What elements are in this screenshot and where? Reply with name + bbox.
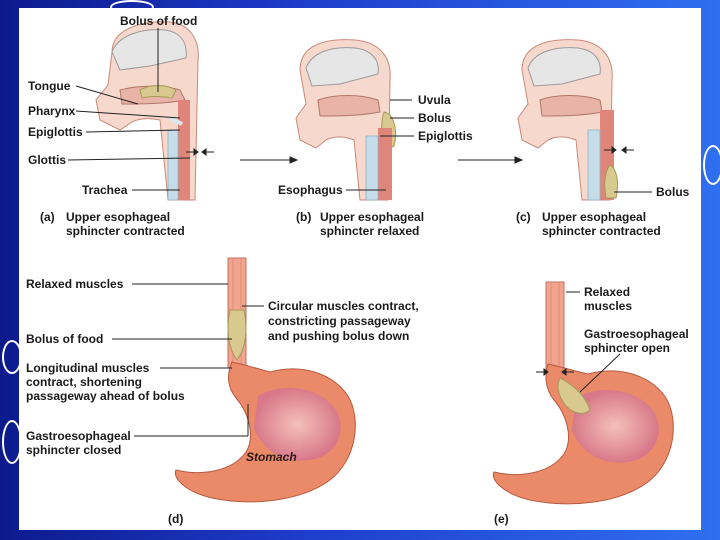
label-trachea: Trachea [82,183,127,197]
caption-c-line1: Upper esophageal [542,210,646,225]
label-longitudinal-line3: passageway ahead of bolus [26,389,185,403]
caption-c-line2: sphincter contracted [542,224,661,239]
label-gastro-open-line1: Gastroesophageal [584,327,689,341]
caption-b-line1: Upper esophageal [320,210,424,225]
label-glottis: Glottis [28,153,66,167]
head-section-b [296,40,396,200]
bolus-shape [605,165,618,198]
label-esophagus: Esophagus [278,183,343,197]
pharynx-tube [178,100,190,200]
label-stomach: Stomach [246,450,297,464]
panel-letter-d: (d) [168,512,183,527]
label-bolus-c: Bolus [656,185,689,199]
esophagus-tube [378,128,392,200]
label-bolus-of-food: Bolus of food [120,14,197,28]
label-relaxed-muscles: Relaxed muscles [26,277,123,291]
label-longitudinal-line2: contract, shortening [26,375,142,389]
caption-a-line2: sphincter contracted [66,224,185,239]
label-relaxed-line2: muscles [584,299,632,313]
stomach-e [493,282,673,504]
label-epiglottis-b: Epiglottis [418,129,473,143]
label-bolus: Bolus [418,111,451,125]
label-tongue: Tongue [28,79,70,93]
panel-letter-b: (b) [296,210,311,225]
label-gastro-open-line2: sphincter open [584,341,670,355]
panel-letter-c: (c) [516,210,531,225]
label-pharynx: Pharynx [28,104,75,118]
label-gastro-closed-line1: Gastroesophageal [26,429,131,443]
stomach-d [175,258,355,502]
label-epiglottis: Epiglottis [28,125,83,139]
panel-letter-a: (a) [40,210,55,225]
label-longitudinal-line1: Longitudinal muscles [26,361,149,375]
label-bolus-of-food-d: Bolus of food [26,332,103,346]
caption-a-line1: Upper esophageal [66,210,170,225]
label-circular-line1: Circular muscles contract, [268,299,419,313]
label-circular-line2: constricting passageway [268,314,411,328]
label-uvula: Uvula [418,93,451,107]
label-relaxed-line1: Relaxed [584,285,630,299]
head-section-c [518,40,618,200]
label-circular-line3: and pushing bolus down [268,329,409,343]
label-gastro-closed-line2: sphincter closed [26,443,121,457]
caption-b-line2: sphincter relaxed [320,224,419,239]
panel-letter-e: (e) [494,512,509,527]
head-section-a [96,22,198,200]
